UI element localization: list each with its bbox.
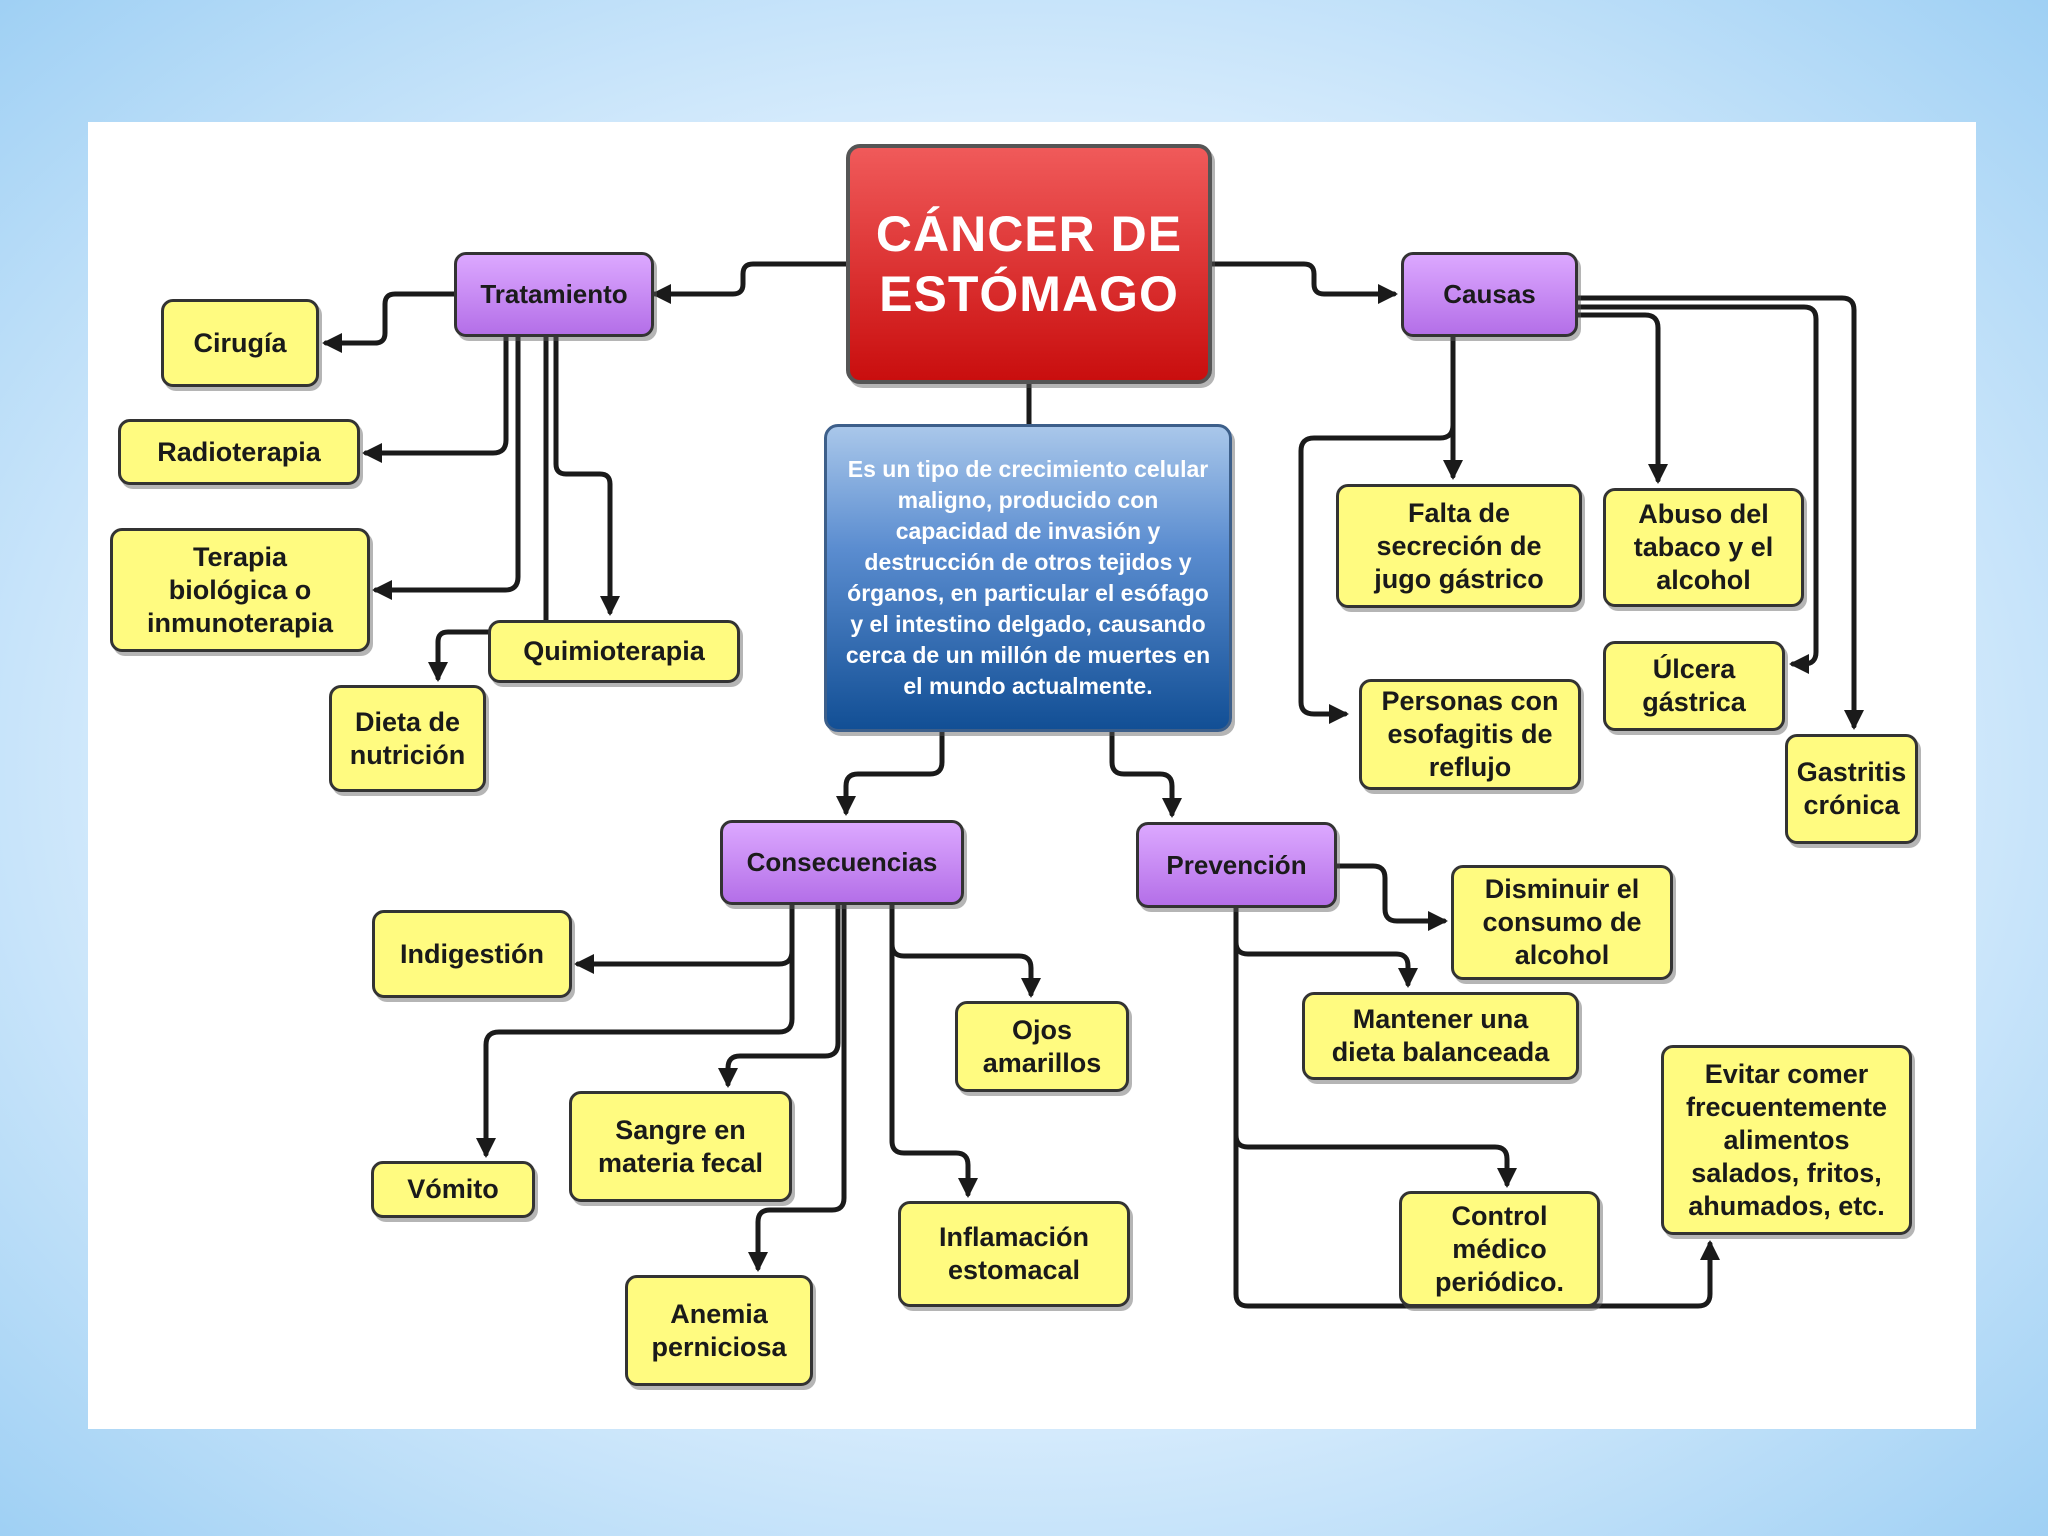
category-consecuencias: Consecuencias <box>720 820 964 905</box>
leaf-terapia-biologica: Terapia biológica o inmunoterapia <box>110 528 370 652</box>
connector-definition-consecuencias <box>836 729 945 816</box>
leaf-inflamacion-estomacal: Inflamación estomacal <box>898 1201 1130 1307</box>
connector-causas-abuso <box>1575 312 1668 484</box>
connector-prevencion-disminuir <box>1334 863 1448 931</box>
leaf-personas-esofagitis: Personas con esofagitis de reflujo <box>1359 679 1581 790</box>
connector-tratamiento-cirugia <box>322 291 457 353</box>
leaf-cirugia: Cirugía <box>161 299 319 387</box>
leaf-ojos-amarillos: Ojos amarillos <box>955 1001 1129 1092</box>
leaf-anemia-perniciosa: Anemia perniciosa <box>625 1275 813 1386</box>
leaf-radioterapia: Radioterapia <box>118 419 360 485</box>
title-node: CÁNCER DE ESTÓMAGO <box>846 144 1212 384</box>
connector-consecuencias-inflamacion <box>889 902 978 1198</box>
connector-tratamiento-quimio <box>553 334 620 616</box>
concept-map-canvas: CÁNCER DE ESTÓMAGO Es un tipo de crecimi… <box>88 122 1976 1429</box>
leaf-gastritis-cronica: Gastritis crónica <box>1785 734 1918 844</box>
connector-causas-gastritis <box>1575 295 1864 730</box>
category-prevencion: Prevención <box>1136 822 1337 908</box>
connector-causas-personas <box>1298 334 1456 724</box>
connector-consecuencias-sangre <box>718 902 841 1088</box>
leaf-indigestion: Indigestión <box>372 910 572 998</box>
leaf-quimioterapia: Quimioterapia <box>488 620 740 683</box>
connector-consecuencias-ojos <box>889 902 1041 998</box>
connector-causas-ulcera <box>1575 304 1819 674</box>
leaf-evitar-comer: Evitar comer frecuentemente alimentos sa… <box>1661 1045 1912 1235</box>
leaf-ulcera-gastrica: Úlcera gástrica <box>1603 641 1785 731</box>
connector-title-tratamiento <box>651 261 849 304</box>
leaf-disminuir-alcohol: Disminuir el consumo de alcohol <box>1451 865 1673 980</box>
leaf-control-medico: Control médico periódico. <box>1399 1191 1600 1307</box>
leaf-abuso-tabaco: Abuso del tabaco y el alcohol <box>1603 488 1804 607</box>
connector-tratamiento-terapia <box>372 334 521 600</box>
leaf-dieta-balanceada: Mantener una dieta balanceada <box>1302 992 1579 1080</box>
connector-consecuencias-indigestion <box>574 902 795 974</box>
connector-consecuencias-vomito <box>476 902 795 1158</box>
connector-definition-prevencion <box>1109 729 1182 818</box>
leaf-sangre-fecal: Sangre en materia fecal <box>569 1091 792 1202</box>
leaf-falta-secrecion: Falta de secreción de jugo gástrico <box>1336 484 1582 608</box>
leaf-dieta-nutricion: Dieta de nutrición <box>329 685 486 792</box>
category-causas: Causas <box>1401 252 1578 337</box>
connector-consecuencias-anemia <box>748 902 847 1272</box>
definition-node: Es un tipo de crecimiento celular malign… <box>824 424 1232 732</box>
category-tratamiento: Tratamiento <box>454 252 654 337</box>
connector-title-causas <box>1209 261 1398 304</box>
leaf-vomito: Vómito <box>371 1161 535 1218</box>
connector-prevencion-mantener <box>1233 905 1418 988</box>
connector-tratamiento-radioterapia <box>362 334 509 463</box>
